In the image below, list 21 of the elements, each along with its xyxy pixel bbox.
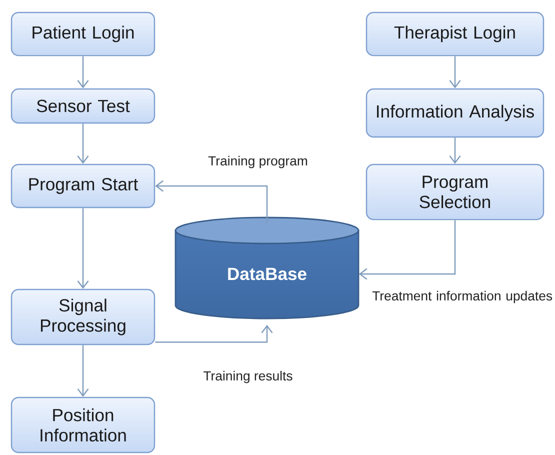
arrow bbox=[358, 220, 456, 280]
edge-label: Training program bbox=[208, 156, 308, 168]
process-box: Program Selection bbox=[366, 164, 544, 220]
process-box: Position Information bbox=[10, 396, 156, 454]
process-box: Information Analysis bbox=[366, 88, 544, 138]
arrow bbox=[155, 180, 268, 224]
database-cylinder: DataBase bbox=[174, 216, 360, 320]
edge-label: Training results bbox=[204, 370, 292, 384]
edge-label: Treatment information updates bbox=[372, 290, 552, 304]
process-box: Signal Processing bbox=[10, 288, 156, 346]
process-box: Program Start bbox=[10, 164, 156, 208]
process-box: Patient Login bbox=[10, 12, 156, 56]
arrow bbox=[449, 138, 461, 164]
arrow bbox=[155, 324, 273, 343]
arrow bbox=[77, 208, 89, 289]
process-box: Sensor Test bbox=[10, 88, 156, 124]
arrow bbox=[449, 56, 461, 88]
arrow bbox=[77, 56, 89, 88]
process-box: Therapist Login bbox=[366, 12, 544, 56]
arrow bbox=[77, 345, 89, 397]
arrow bbox=[77, 124, 89, 164]
